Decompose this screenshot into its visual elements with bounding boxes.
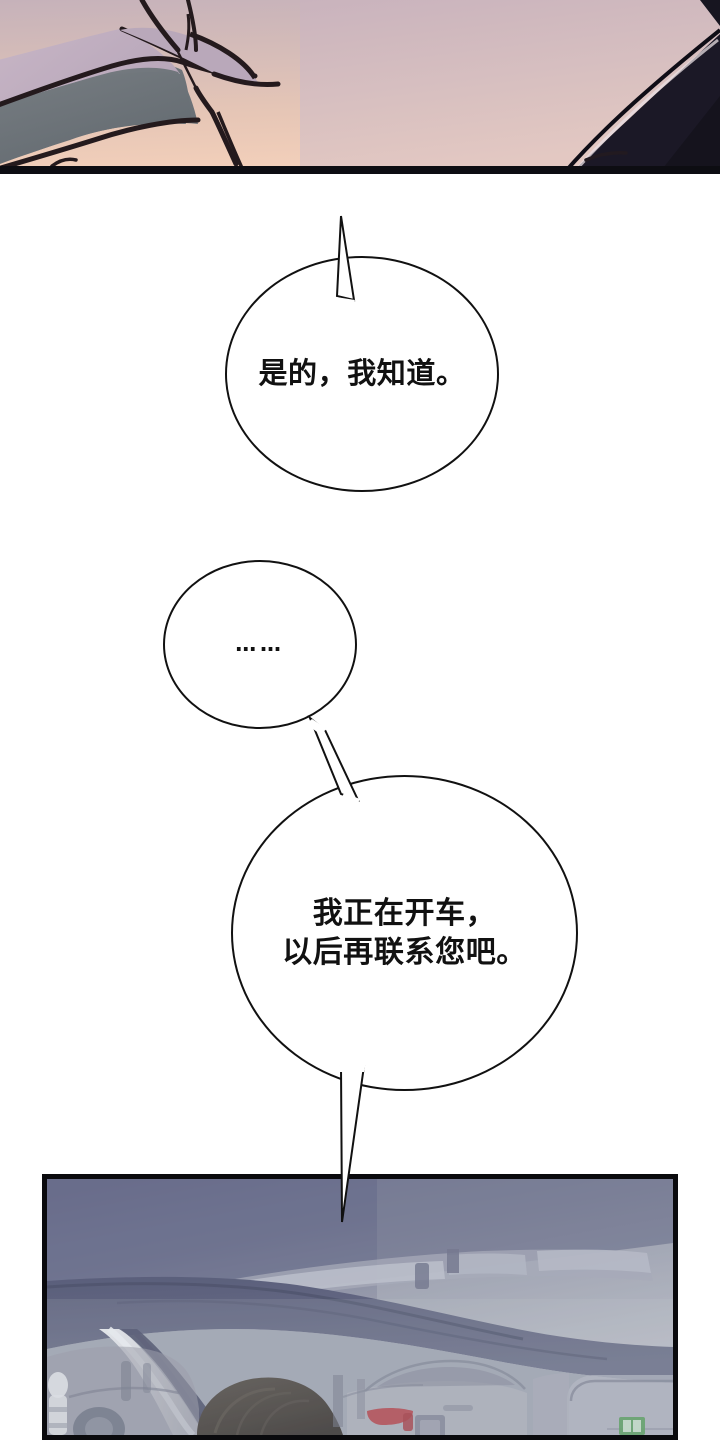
- speech-bubble-2: ……: [163, 560, 357, 729]
- panel-bottom-artwork: [47, 1179, 673, 1435]
- speech-bubble-1-text: 是的，我知道。: [258, 356, 466, 391]
- speech-bubble-3-text: 我正在开车， 以后再联系您吧。: [282, 896, 527, 970]
- panel-top-sunset-car-roof: [0, 0, 720, 174]
- panel-bottom-parking-garage: [42, 1174, 678, 1440]
- speech-bubble-3: 我正在开车， 以后再联系您吧。: [231, 775, 578, 1091]
- speech-bubble-2-text: ……: [235, 631, 285, 656]
- speech-bubble-1: 是的，我知道。: [225, 256, 499, 492]
- panel-top-artwork: [0, 0, 720, 174]
